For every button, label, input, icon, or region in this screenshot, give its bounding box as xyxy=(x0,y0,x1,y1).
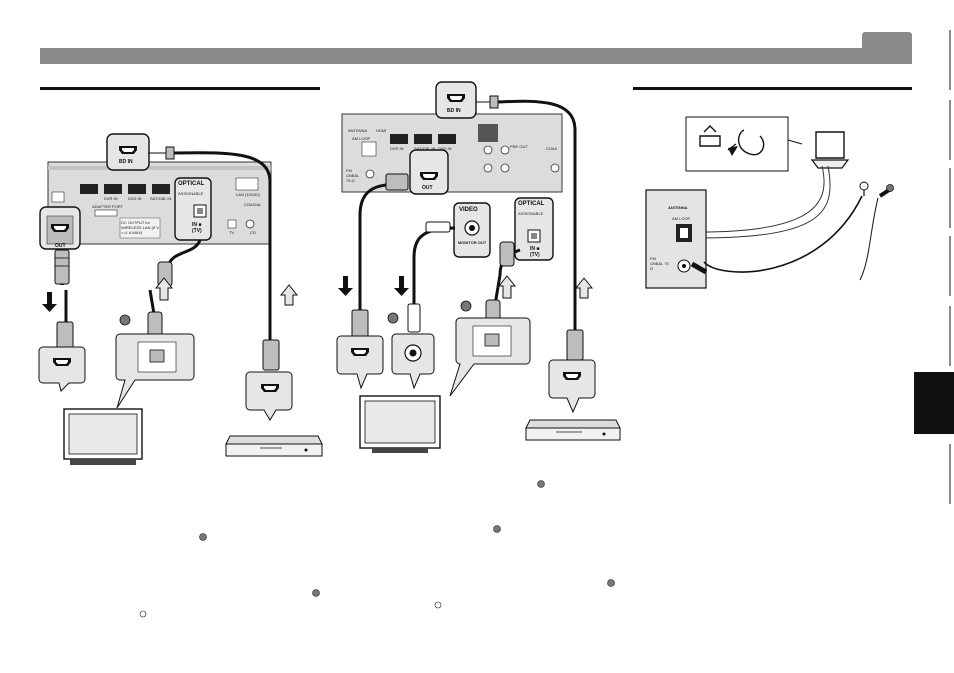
middle-tv-optical-bubble xyxy=(449,317,531,397)
middle-pre-out-label: PRE OUT xyxy=(510,144,528,149)
marker-dot xyxy=(312,589,320,597)
left-receiver-panel xyxy=(47,161,272,245)
left-optical-plug xyxy=(119,261,173,339)
right-fm-label: FM UNBAL 75 Ω xyxy=(650,256,669,271)
middle-hdmi-plug-receiver xyxy=(385,173,409,191)
middle-tv-icon xyxy=(359,395,441,453)
middle-sat-label: SAT/CBL IN xyxy=(414,146,436,151)
middle-bd-player-icon xyxy=(525,419,621,441)
left-optical-title: OPTICAL xyxy=(178,181,205,187)
left-optical-callout xyxy=(174,177,212,241)
middle-fm-label: FM UNBAL 75 Ω xyxy=(346,168,360,183)
left-out-label: OUT xyxy=(55,243,66,249)
left-bd-in-label: BD IN xyxy=(119,159,133,165)
middle-bd-in-callout xyxy=(435,81,499,119)
left-optical-sub: ASSIGNABLE xyxy=(178,191,204,196)
marker-dot xyxy=(537,480,545,488)
left-bd-in-callout xyxy=(106,133,175,171)
right-antenna-label: ANTENNA xyxy=(668,205,688,210)
left-hdmi-out-callout xyxy=(39,206,81,250)
left-dvr-label: DVR IN xyxy=(104,196,118,201)
left-bd-hdmi-plug xyxy=(262,339,280,371)
header-bar xyxy=(40,48,912,64)
middle-video-label: VIDEO xyxy=(459,207,478,213)
side-index-line xyxy=(949,168,951,228)
left-tv-optical-bubble xyxy=(115,333,195,409)
middle-arrow-down-hdmi xyxy=(338,276,353,296)
middle-video-callout xyxy=(453,202,491,258)
side-index-tab-active xyxy=(914,372,954,434)
marker-dot xyxy=(199,533,207,541)
marker-ring xyxy=(139,610,147,618)
section-rule-right xyxy=(633,87,912,90)
middle-antenna-label: ANTENNA xyxy=(348,128,368,133)
middle-arrow-up-optical xyxy=(497,275,517,299)
left-tv-icon xyxy=(63,408,143,465)
middle-bd-in-label: BD IN xyxy=(447,108,461,114)
middle-optical-sub: ASSIGNABLE xyxy=(518,211,544,216)
middle-dvdin-label: DVD IN xyxy=(438,146,452,151)
middle-hdmi-out-callout xyxy=(409,149,449,195)
left-arrow-up-bd xyxy=(279,284,299,306)
section-rule-left xyxy=(40,87,320,90)
left-tv-hdmi-bubble xyxy=(38,346,86,392)
marker-dot xyxy=(493,525,501,533)
side-index-line xyxy=(949,236,951,296)
left-arrow-down xyxy=(42,292,57,312)
right-am-loop-label: AM LOOP xyxy=(672,216,691,221)
left-tv-port-label: TV xyxy=(229,230,235,235)
middle-tv-video-bubble xyxy=(391,333,435,390)
left-lan-label: LAN (10/100) xyxy=(236,192,260,197)
left-hdmi-plug-top xyxy=(54,249,70,285)
right-receiver-panel xyxy=(645,189,707,289)
middle-receiver-panel xyxy=(341,113,563,193)
middle-bd-hdmi-bubble xyxy=(548,359,596,414)
middle-monitor-out-label: MONITOR OUT xyxy=(457,240,487,245)
middle-am-loop-label: AM LOOP xyxy=(352,136,371,141)
left-bd-hdmi-bubble xyxy=(245,371,293,421)
left-cd-port-label: CD xyxy=(250,230,256,235)
marker-ring xyxy=(434,601,442,609)
fm-wire-antenna-icon xyxy=(859,181,894,281)
left-adapter-label: ADAPTER PORT xyxy=(92,204,124,209)
side-index-line xyxy=(949,30,951,90)
left-coax-label: COAXIAL xyxy=(244,202,262,207)
left-bd-player-icon xyxy=(225,435,323,457)
left-arrow-up-optical xyxy=(154,277,174,301)
middle-arrow-down-rca xyxy=(394,276,409,296)
middle-hdmi-label: HDMI xyxy=(376,128,387,133)
right-antenna-box xyxy=(685,116,803,172)
middle-bd-hdmi-plug xyxy=(566,329,584,361)
middle-optical-port-label: IN ■ (TV) xyxy=(530,246,540,258)
left-dvdin-label: DVD IN xyxy=(128,196,142,201)
middle-coax-label: COAX xyxy=(546,146,558,151)
middle-optical-callout xyxy=(514,197,554,261)
left-optical-port-label: IN ■ (TV) xyxy=(192,222,202,234)
side-index-line xyxy=(949,100,951,160)
middle-optical-title: OPTICAL xyxy=(518,201,545,207)
am-loop-antenna-icon xyxy=(810,131,850,169)
middle-out-label: OUT xyxy=(422,185,433,191)
marker-dot xyxy=(607,579,615,587)
middle-rca-plug xyxy=(387,221,451,333)
middle-arrow-up-bd xyxy=(574,277,594,299)
left-dc-output-label: DC OUTPUT for WIRELESS LAN (5 V ==1 A MA… xyxy=(121,220,160,235)
middle-tv-hdmi-bubble xyxy=(336,335,384,390)
side-index-line xyxy=(949,306,951,366)
side-index-line xyxy=(949,444,951,504)
middle-dvr-label: DVR IN xyxy=(390,146,404,151)
left-sat-label: SAT/CBL IN xyxy=(150,196,172,201)
